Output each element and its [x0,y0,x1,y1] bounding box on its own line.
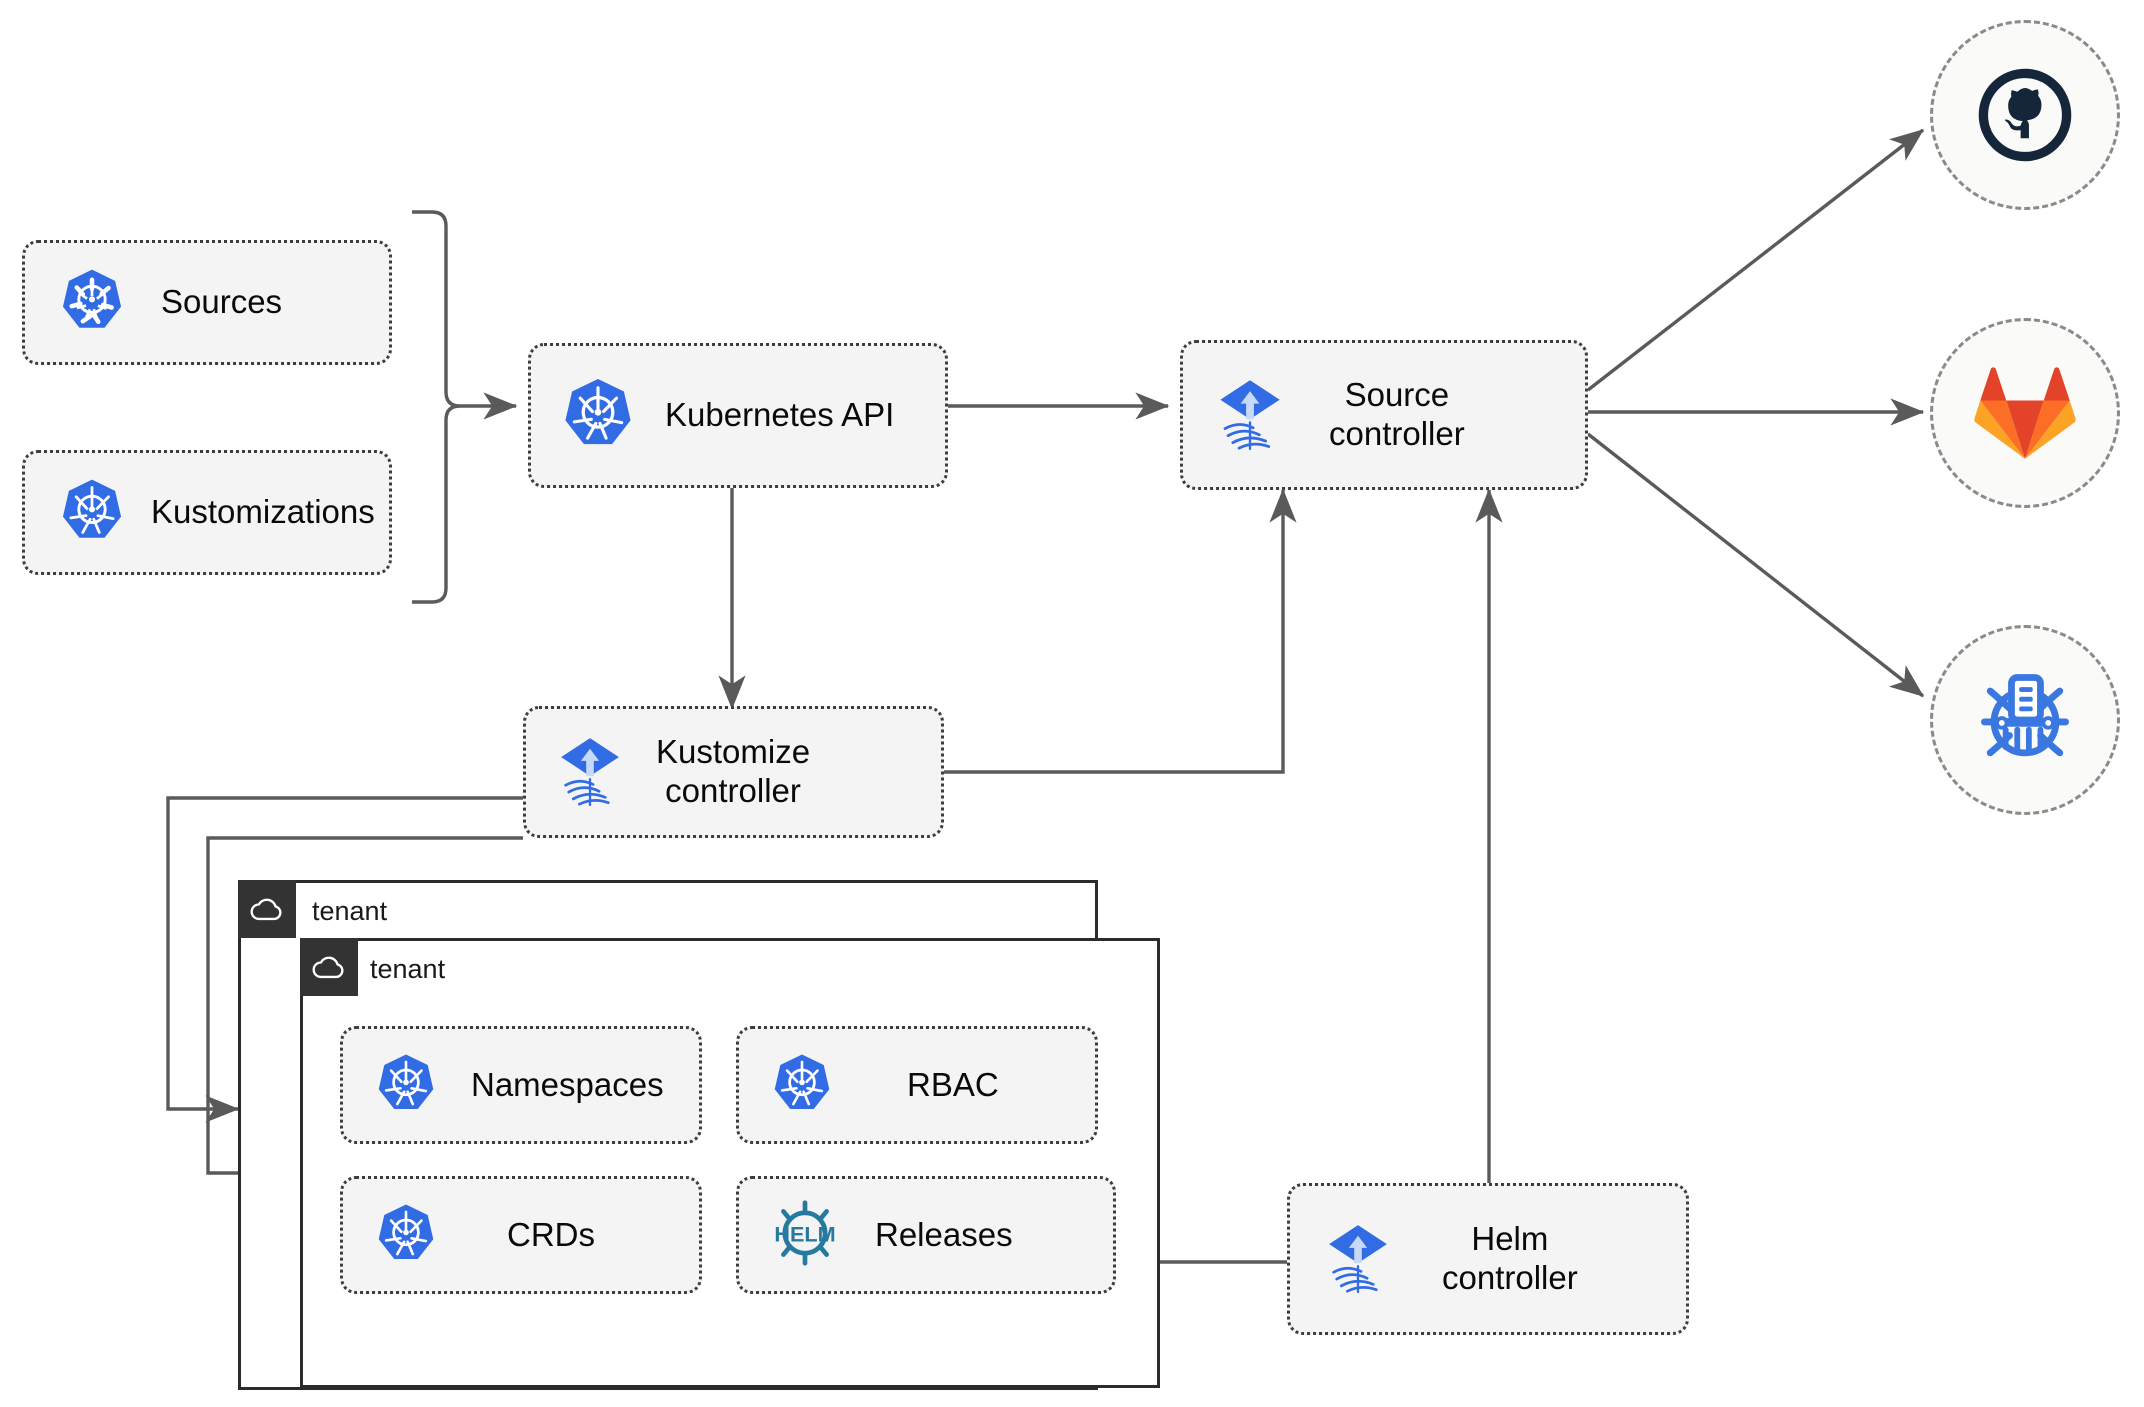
tenant-title-outer: tenant [312,896,388,926]
tenant-window-inner [300,938,1160,1388]
kubernetes-icon [375,1052,437,1119]
helm-wordmark: HELM [774,1221,835,1246]
node-source-controller[interactable]: Source controller [1180,340,1588,490]
node-label: Kubernetes API [665,396,895,434]
edge-brace [412,210,461,604]
node-kustomizations[interactable]: Kustomizations [22,450,392,575]
node-label: CRDs [507,1215,595,1253]
node-kubernetes-api[interactable]: Kubernetes API [528,343,948,488]
node-label: Kustomize controller [656,733,811,809]
kubernetes-icon [375,1202,437,1269]
node-label: Namespaces [471,1065,664,1103]
provider-gitlab[interactable] [1930,318,2120,508]
edge-kustomize-to-sourcecontroller [944,488,1297,774]
node-helm-controller[interactable]: Helm controller [1287,1183,1689,1335]
tenant-tab-inner [300,938,358,996]
cloud-icon [250,898,282,921]
node-rbac[interactable]: RBAC [736,1026,1098,1144]
kubernetes-icon [771,1052,833,1119]
kubernetes-icon [59,267,125,338]
node-namespaces[interactable]: Namespaces [340,1026,702,1144]
cloud-icon [312,956,344,979]
node-label: RBAC [907,1065,999,1103]
helm-repository-icon [1981,674,2069,757]
node-label: Sources [161,283,283,321]
tenant-title-inner: tenant [370,954,446,984]
node-kustomize-controller[interactable]: Kustomize controller [523,706,944,838]
node-label: Releases [875,1215,1013,1253]
flux-icon [552,732,628,813]
node-label: Kustomizations [151,493,375,531]
kubernetes-icon [59,477,125,548]
gitlab-icon [1974,367,2076,459]
flux-icon [1320,1219,1396,1300]
node-label: Helm controller [1442,1220,1578,1296]
helm-icon: HELM [765,1197,845,1274]
github-icon [1978,68,2072,162]
provider-bucket[interactable] [1930,625,2120,815]
tenant-tab-outer [238,880,296,938]
kubernetes-icon [561,376,635,455]
node-label: Source controller [1329,376,1465,452]
flux-icon [1211,374,1289,457]
provider-github[interactable] [1930,20,2120,210]
node-releases[interactable]: HELM Releases [736,1176,1116,1294]
edge-sourcecontroller-to-bucket [1586,432,1925,698]
edge-sourcecontroller-to-github [1586,128,1925,392]
node-sources[interactable]: Sources [22,240,392,365]
node-crds[interactable]: CRDs [340,1176,702,1294]
